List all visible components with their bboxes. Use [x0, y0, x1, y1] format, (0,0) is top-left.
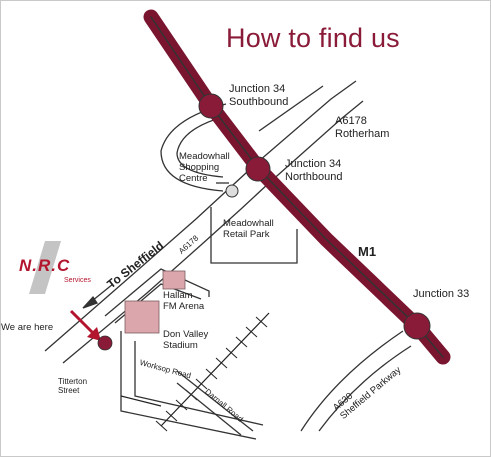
- railway-line: [120, 312, 270, 432]
- nrc-logo: N.R.C: [19, 256, 71, 275]
- junction-34-southbound-label-line1: Junction 34: [229, 83, 286, 95]
- meadowhall-shopping-label-line2: Shopping: [179, 162, 220, 173]
- don-valley-stadium-building: [124, 300, 160, 334]
- m1-label: M1: [358, 244, 377, 259]
- road-retail-park: [210, 207, 298, 264]
- don-valley-label-line2: Stadium: [163, 340, 198, 351]
- junction-34-northbound-label-line1: Junction 34: [285, 158, 342, 170]
- a6178-rotherham-label-line1: A6178: [335, 115, 367, 127]
- meadowhall-shopping-label-line3: Centre: [179, 173, 208, 184]
- hallam-fm-label-line2: FM Arena: [163, 301, 205, 312]
- meadowhall-retail-label-line2: Retail Park: [223, 229, 270, 240]
- hallam-fm-label-line1: Hallam: [163, 290, 193, 301]
- to-sheffield-arrow-icon: [82, 283, 114, 309]
- road-a630: [300, 330, 412, 432]
- junction-33-icon: [403, 312, 431, 340]
- don-valley-label-line1: Don Valley: [163, 329, 209, 340]
- junction-34-southbound-label: Junction 34 Southbound: [229, 83, 288, 109]
- we-are-here-marker-icon: [69, 309, 113, 351]
- junction-34-northbound-icon: [245, 156, 271, 182]
- road-darnall: [176, 370, 254, 436]
- page-title: How to find us: [226, 23, 400, 53]
- we-are-here-label: We are here: [1, 322, 54, 333]
- meadowhall-shopping-centre-label: Meadowhall Shopping Centre: [179, 151, 230, 184]
- titterton-street-label-line1: Titterton: [58, 377, 88, 386]
- junction-34-southbound-label-line2: Southbound: [229, 96, 289, 108]
- logo-slash-icon: [29, 241, 61, 294]
- roundabout-icon: [225, 184, 239, 198]
- nrc-logo-subtitle: Services: [64, 277, 91, 284]
- junction-33-label: Junction 33: [413, 288, 470, 300]
- meadowhall-retail-label-line1: Meadowhall: [223, 218, 274, 229]
- junction-34-northbound-label-line2: Northbound: [285, 171, 343, 183]
- don-valley-stadium-label: Don Valley Stadium: [163, 329, 208, 351]
- a6178-rotherham-label-line2: Rotherham: [335, 128, 390, 140]
- hallam-fm-arena-label: Hallam FM Arena: [163, 290, 204, 312]
- a6178-rotherham-label: A6178 Rotherham: [335, 115, 389, 141]
- junction-34-northbound-label: Junction 34 Northbound: [285, 158, 343, 184]
- titterton-street-label: Titterton Street: [58, 377, 87, 395]
- junction-34-southbound-icon: [198, 93, 224, 119]
- titterton-street-label-line2: Street: [58, 386, 80, 395]
- road-meadowhall-loop: [160, 103, 229, 192]
- meadowhall-retail-park-label: Meadowhall Retail Park: [223, 218, 274, 240]
- meadowhall-shopping-label-line1: Meadowhall: [179, 151, 230, 162]
- road-rotherham: [258, 85, 324, 132]
- hallam-fm-arena-building: [162, 270, 186, 290]
